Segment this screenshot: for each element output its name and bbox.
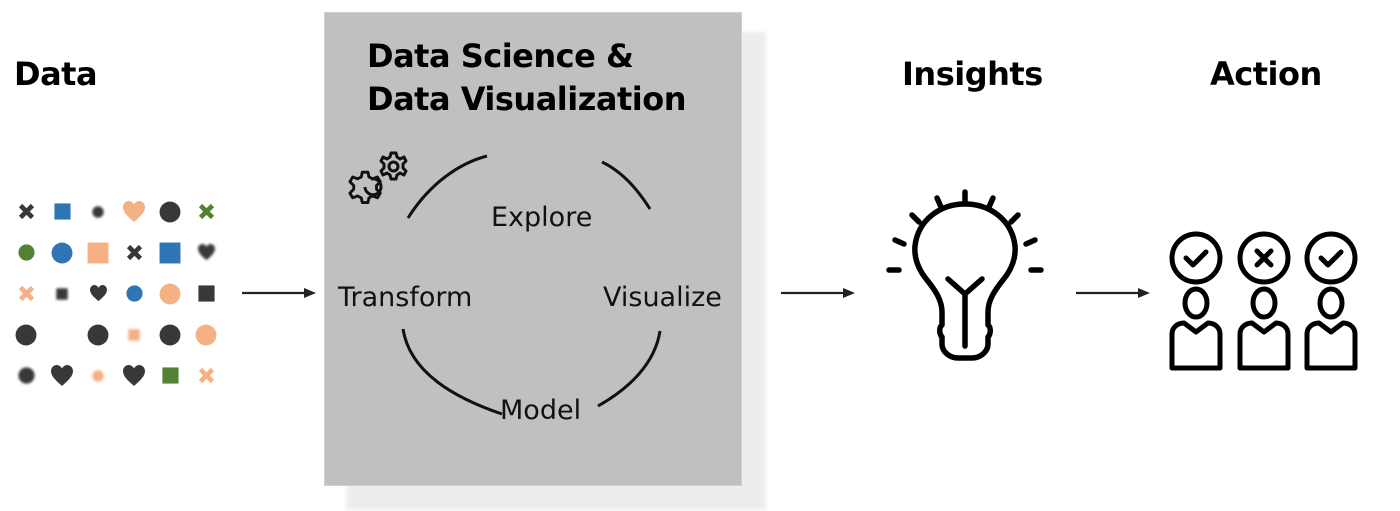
data-symbol-cell bbox=[80, 355, 116, 396]
arc-model-to-transform bbox=[401, 328, 503, 416]
data-symbol-circle-icon bbox=[195, 324, 217, 345]
data-symbol-circle-icon bbox=[159, 201, 181, 222]
data-symbol-heart-icon bbox=[197, 244, 215, 261]
data-symbol-cell bbox=[188, 355, 224, 396]
person-approve-2 bbox=[1304, 231, 1358, 371]
data-heading: Data bbox=[14, 55, 98, 93]
data-symbol-circle-icon bbox=[125, 285, 143, 302]
data-symbol-cell bbox=[188, 232, 224, 273]
person-reject bbox=[1237, 231, 1291, 371]
data-symbol-cell bbox=[80, 273, 116, 314]
data-symbol-heart-icon bbox=[51, 364, 73, 386]
data-symbol-circle-icon bbox=[87, 324, 109, 345]
data-symbol-cell bbox=[80, 232, 116, 273]
data-symbol-cell bbox=[152, 314, 188, 355]
data-symbol-heart-icon bbox=[89, 285, 107, 302]
data-symbol-cell bbox=[116, 273, 152, 314]
data-symbol-cell bbox=[116, 191, 152, 232]
data-symbol-cell bbox=[80, 191, 116, 232]
insights-heading: Insights bbox=[902, 55, 1043, 93]
cycle-step-transform: Transform bbox=[338, 282, 473, 313]
data-symbol-cell bbox=[44, 355, 80, 396]
process-cycle bbox=[401, 154, 662, 416]
data-symbol-x-icon bbox=[126, 244, 142, 261]
data-symbol-circle-icon bbox=[17, 244, 35, 261]
data-symbol-square-icon bbox=[128, 328, 140, 341]
arrow-insights-to-action bbox=[1076, 288, 1150, 298]
data-symbol-cell bbox=[152, 355, 188, 396]
data-symbols-grid bbox=[8, 191, 226, 401]
data-symbol-heart-icon bbox=[123, 364, 145, 386]
data-symbol-cell bbox=[116, 314, 152, 355]
data-symbol-square-icon bbox=[56, 287, 68, 300]
arc-visualize-to-model bbox=[597, 330, 662, 408]
data-symbol-cell bbox=[44, 314, 80, 355]
data-symbol-square-icon bbox=[53, 203, 71, 220]
data-symbol-square-icon bbox=[197, 285, 215, 302]
data-symbol-cell bbox=[44, 273, 80, 314]
lightbulb-icon bbox=[886, 189, 1044, 361]
data-symbol-circle-icon bbox=[159, 324, 181, 345]
action-heading: Action bbox=[1210, 55, 1322, 93]
arc-explore-to-visualize bbox=[601, 160, 652, 210]
data-symbol-x-icon bbox=[18, 285, 34, 302]
data-symbol-x-icon bbox=[18, 203, 34, 220]
data-symbol-cell bbox=[188, 314, 224, 355]
data-symbol-x-icon bbox=[198, 203, 214, 220]
data-symbol-cell bbox=[8, 355, 44, 396]
process-title-line1: Data Science & bbox=[367, 37, 634, 75]
process-title-line2: Data Visualization bbox=[367, 80, 686, 118]
data-symbol-circle-icon bbox=[15, 324, 37, 345]
data-symbol-x-icon bbox=[198, 367, 214, 384]
cycle-step-visualize: Visualize bbox=[603, 282, 722, 313]
data-symbol-cell bbox=[188, 191, 224, 232]
arc-transform-to-explore bbox=[406, 154, 488, 219]
gears-icon bbox=[348, 151, 408, 205]
data-symbol-circle-icon bbox=[159, 283, 181, 304]
data-symbol-square-icon bbox=[159, 242, 181, 263]
data-symbol-cell bbox=[8, 232, 44, 273]
arrow-data-to-process bbox=[242, 288, 316, 298]
data-symbol-cell bbox=[8, 314, 44, 355]
cycle-step-explore: Explore bbox=[491, 202, 593, 233]
data-symbol-circle-icon bbox=[92, 205, 104, 218]
arrow-process-to-insights bbox=[781, 288, 855, 298]
data-symbol-cell bbox=[152, 273, 188, 314]
process-title: Data Science & Data Visualization bbox=[367, 35, 686, 121]
data-symbol-square-icon bbox=[87, 242, 109, 263]
data-symbol-circle-icon bbox=[92, 369, 104, 382]
cycle-step-model: Model bbox=[500, 395, 582, 426]
data-symbol-cell bbox=[8, 273, 44, 314]
person-approve-1 bbox=[1169, 231, 1223, 371]
data-symbol-cell bbox=[188, 273, 224, 314]
data-symbol-cell bbox=[152, 191, 188, 232]
process-box: Data Science & Data Visualization Explor… bbox=[324, 12, 742, 486]
data-symbol-square-icon bbox=[161, 367, 179, 384]
data-symbol-circle-icon bbox=[51, 242, 73, 263]
people-decision-icon bbox=[1169, 231, 1358, 371]
data-symbol-heart-icon bbox=[123, 200, 145, 222]
data-symbol-circle-icon bbox=[17, 367, 35, 384]
data-symbol-cell bbox=[44, 232, 80, 273]
data-symbol-cell bbox=[8, 191, 44, 232]
data-symbol-cell bbox=[116, 232, 152, 273]
data-symbol-cell bbox=[80, 314, 116, 355]
data-symbol-cell bbox=[116, 355, 152, 396]
data-symbol-cell bbox=[44, 191, 80, 232]
data-symbol-cell bbox=[152, 232, 188, 273]
